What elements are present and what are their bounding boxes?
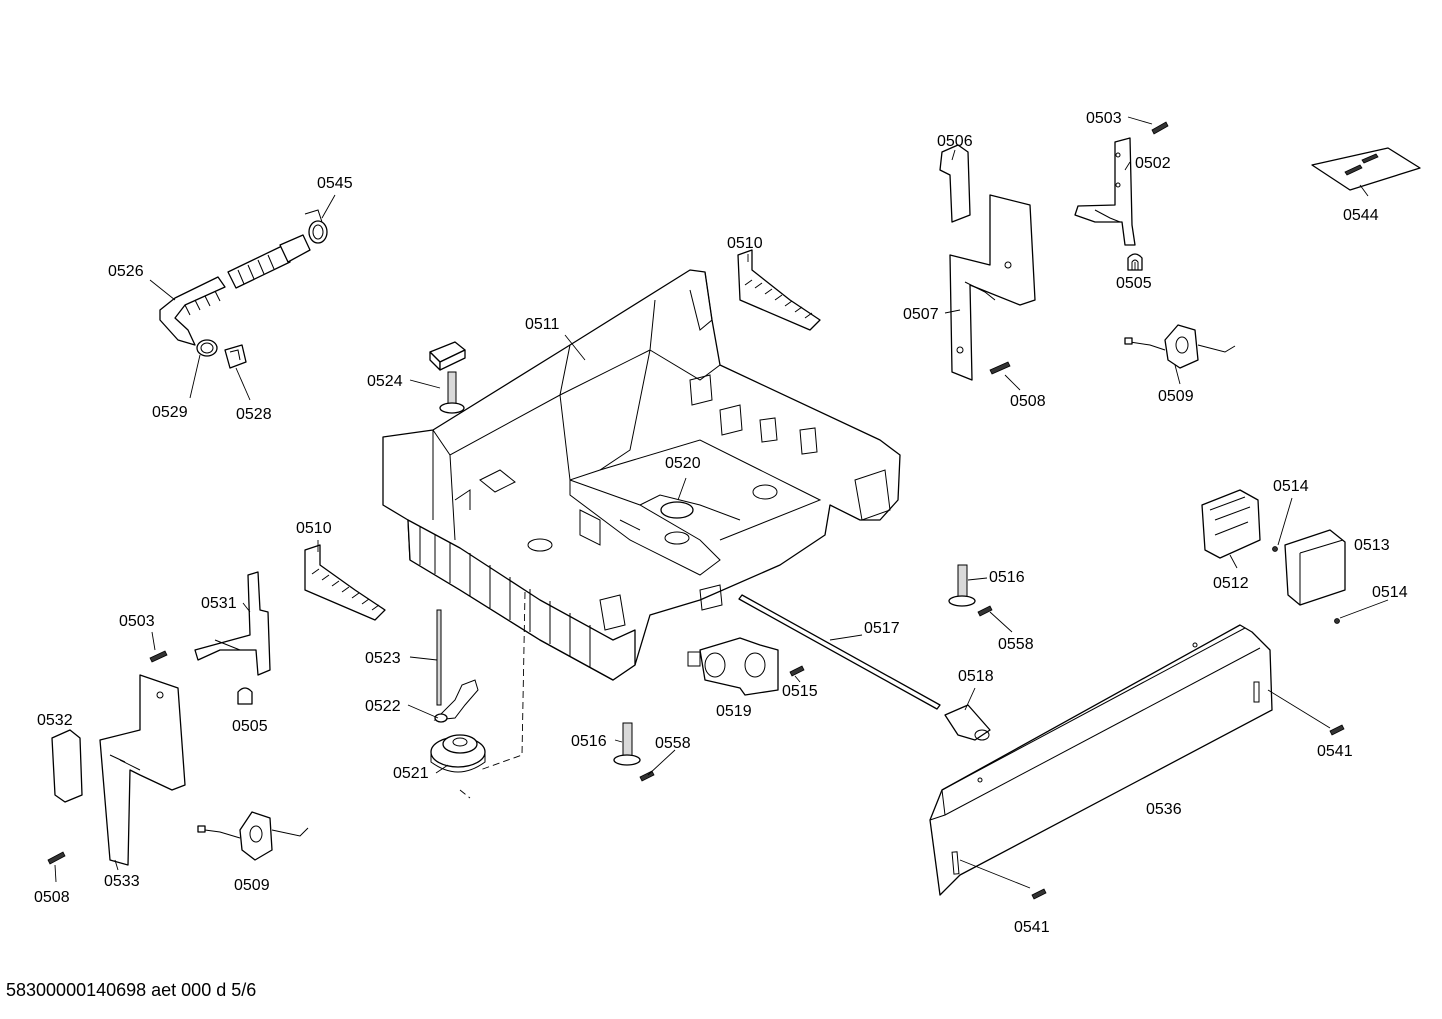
drain-hose-part — [159, 209, 328, 346]
part-labels: 0503 0502 0506 0544 0505 0507 0508 0509 … — [34, 110, 1408, 936]
label-0526: 0526 — [108, 263, 144, 280]
label-0505-top: 0505 — [1116, 275, 1152, 292]
label-0507: 0507 — [903, 306, 939, 323]
bracket-0532-part — [51, 729, 83, 803]
bracket-0502-part — [1074, 137, 1136, 246]
label-0506: 0506 — [937, 133, 973, 150]
label-0515: 0515 — [782, 683, 818, 700]
knob-0518-part — [944, 704, 991, 741]
label-0558-right: 0558 — [998, 636, 1034, 653]
label-0531: 0531 — [201, 595, 237, 612]
label-0520: 0520 — [665, 455, 701, 472]
switch-housing-0512-part — [1201, 489, 1261, 559]
base-tray-part — [382, 269, 901, 681]
foot-0516-right-part — [948, 564, 976, 607]
label-0513: 0513 — [1354, 537, 1390, 554]
label-0514-top: 0514 — [1273, 478, 1309, 495]
label-0503-top: 0503 — [1086, 110, 1122, 127]
label-0503-left: 0503 — [119, 613, 155, 630]
bracket-0506-part — [939, 144, 971, 223]
label-0545: 0545 — [317, 175, 353, 192]
valve-0519-part — [687, 637, 779, 696]
label-0544: 0544 — [1343, 207, 1379, 224]
label-0516-right: 0516 — [989, 569, 1025, 586]
label-0541-bottom: 0541 — [1014, 919, 1050, 936]
label-0521: 0521 — [393, 765, 429, 782]
label-0511: 0511 — [525, 316, 560, 333]
label-0502: 0502 — [1135, 155, 1171, 172]
label-0533: 0533 — [104, 873, 140, 890]
label-0509-top: 0509 — [1158, 388, 1194, 405]
label-0508-left: 0508 — [34, 889, 70, 906]
front-panel-0536-part — [929, 624, 1273, 896]
sensor-0509-top-part — [1124, 324, 1236, 369]
foot-0524-part — [429, 341, 466, 414]
label-0528: 0528 — [236, 406, 272, 423]
label-0505-left: 0505 — [232, 718, 268, 735]
label-0558-mid: 0558 — [655, 735, 691, 752]
rod-0517-part — [738, 594, 941, 710]
label-0514-right: 0514 — [1372, 584, 1408, 601]
bracket-0531-part — [194, 571, 271, 676]
label-0524: 0524 — [367, 373, 403, 390]
label-0536: 0536 — [1146, 801, 1182, 818]
label-0517: 0517 — [864, 620, 900, 637]
foot-0516-mid-part — [613, 722, 641, 766]
label-0518: 0518 — [958, 668, 994, 685]
label-0512: 0512 — [1213, 575, 1249, 592]
spring-bracket-left-part — [304, 544, 386, 621]
bracket-0507-part — [949, 194, 1036, 381]
label-0510-top: 0510 — [727, 235, 763, 252]
label-0522: 0522 — [365, 698, 401, 715]
screws — [47, 121, 1345, 900]
assembly-line — [459, 789, 471, 799]
clamp-0529-part — [196, 339, 218, 357]
float-0521-part — [430, 734, 486, 773]
cover-0513-part — [1284, 529, 1346, 606]
label-0519: 0519 — [716, 703, 752, 720]
bracket-0528-part — [224, 344, 247, 369]
bag-0544-part — [1311, 147, 1421, 191]
spring-bracket-top-part — [737, 249, 821, 331]
bracket-0533-part — [99, 674, 186, 866]
label-0509-left: 0509 — [234, 877, 270, 894]
label-0510-left: 0510 — [296, 520, 332, 537]
label-0541-right: 0541 — [1317, 743, 1353, 760]
label-0523: 0523 — [365, 650, 401, 667]
sensor-rod-0523-part — [433, 609, 479, 723]
leader-lines — [54, 116, 1389, 889]
label-0532: 0532 — [37, 712, 73, 729]
label-0529: 0529 — [152, 404, 188, 421]
sensor-0509-left-part — [197, 811, 309, 861]
document-code: 58300000140698 aet 000 d 5/6 — [6, 980, 257, 1000]
assembly-line — [479, 591, 526, 771]
label-0508-top: 0508 — [1010, 393, 1046, 410]
label-0516-mid: 0516 — [571, 733, 607, 750]
clip-0505-left-part — [237, 687, 253, 705]
